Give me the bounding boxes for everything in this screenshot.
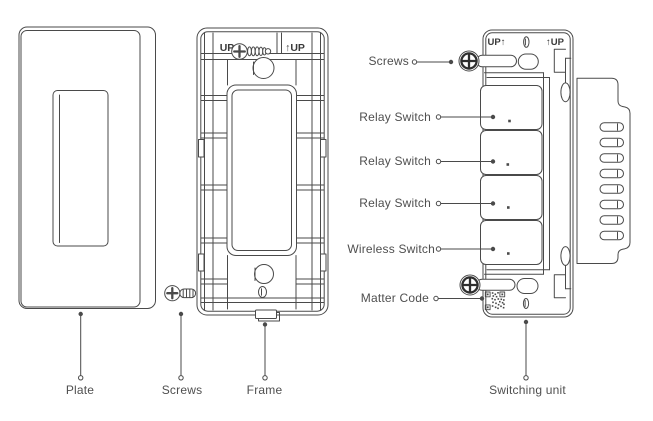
frame-side-tab	[198, 139, 205, 158]
callout-label-relay-switch-1: Relay Switch	[359, 109, 431, 124]
part-label-switching-unit: Switching unit	[489, 383, 566, 397]
strap-mounting-hole	[560, 246, 571, 266]
matter-qr-code	[484, 291, 506, 311]
unit-bottom-screw-icon	[459, 274, 539, 296]
leader-screws-top	[411, 59, 454, 65]
frame-side-tab	[320, 253, 327, 272]
plate-opening	[52, 90, 109, 247]
frame-side-tab	[320, 139, 327, 158]
rocker-buttons	[480, 85, 543, 265]
frame-bottom-tab	[255, 309, 277, 319]
frame-top-hole	[252, 57, 275, 79]
leader-frame	[262, 322, 268, 381]
leader-relay-2	[435, 158, 496, 165]
rocker-button-relay-1	[480, 85, 543, 130]
strap-oval-slot	[516, 278, 539, 294]
callout-label-wireless-switch: Wireless Switch	[347, 242, 435, 256]
callout-label-relay-switch-3: Relay Switch	[359, 195, 431, 210]
leader-switching-unit	[523, 319, 529, 381]
frame-opening-inner-rim	[231, 89, 292, 251]
part-label-frame: Frame	[246, 382, 283, 397]
unit-side-view	[576, 77, 631, 264]
frame-side-tab	[198, 253, 205, 272]
frame-small-slot	[258, 286, 267, 298]
leader-screws-bottom	[178, 311, 184, 381]
rocker-button-relay-3	[480, 175, 543, 220]
unit-up-right-mark: ↑UP	[546, 37, 565, 48]
rocker-indicator	[507, 252, 510, 255]
unit-up-left-mark: UP↑	[488, 37, 506, 48]
callout-label-screws-top: Screws	[368, 54, 409, 68]
rocker-indicator	[506, 163, 510, 166]
leader-matter-code	[433, 295, 485, 302]
leader-plate	[78, 311, 84, 381]
leader-relay-3	[435, 200, 496, 207]
callout-label-relay-switch-2: Relay Switch	[359, 154, 431, 168]
leader-wireless	[435, 246, 496, 252]
side-housing	[576, 77, 631, 264]
unit-top-screw-icon	[458, 50, 539, 72]
rocker-indicator	[508, 119, 511, 123]
switching-unit-drawing: UP↑ ↑UP	[458, 29, 631, 318]
frame-opening-outer-rim	[226, 84, 297, 256]
screw-shaft	[476, 54, 517, 68]
frame-bottom-hole	[254, 264, 274, 284]
rocker-button-relay-2	[480, 130, 543, 175]
plate-drawing	[18, 26, 156, 309]
unit-top-small-slot	[523, 36, 530, 48]
callout-label-matter-code: Matter Code	[360, 290, 429, 305]
plate-front-face	[20, 30, 141, 308]
leader-relay-1	[435, 114, 496, 120]
screw-shaft	[476, 278, 516, 291]
part-label-screws: Screws	[161, 382, 203, 397]
frame-up-right-mark: ↑UP	[285, 42, 305, 54]
strap-mounting-hole	[560, 82, 571, 103]
leader-lines	[78, 59, 529, 381]
frame-screw-spring-icon	[231, 43, 272, 60]
rocker-button-wireless	[480, 220, 543, 265]
strap-oval-slot	[517, 53, 539, 70]
rocker-indicator	[507, 206, 510, 209]
plate-back-edge	[18, 26, 156, 309]
part-label-plate: Plate	[65, 382, 95, 397]
frame-up-left-mark: UP	[220, 42, 235, 54]
unit-bottom-small-slot	[522, 298, 530, 309]
frame-drawing: UP ↑UP	[196, 27, 329, 322]
plate-screw-icon	[164, 285, 197, 302]
vent-slots	[599, 122, 624, 241]
